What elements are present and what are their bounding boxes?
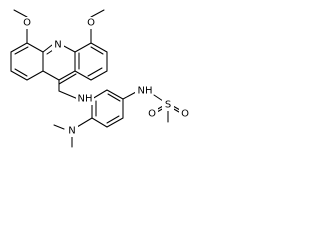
atom-labels: O O N NH NH S O O N — [21, 17, 191, 137]
bond-double-inner — [90, 46, 104, 55]
bond — [90, 42, 108, 53]
label-mask — [135, 85, 153, 97]
bond — [53, 124, 65, 130]
bond — [58, 70, 76, 81]
atom-nitrogen-dimethyl: N — [68, 126, 75, 137]
bond — [122, 91, 137, 100]
molecule-drawing: O O N NH NH S O O N — [10, 9, 191, 148]
bond — [74, 42, 92, 53]
bond — [13, 9, 28, 18]
bond — [42, 44, 53, 53]
bond — [106, 89, 124, 100]
atom-nh-sulfonamide: NH — [138, 86, 153, 97]
bond — [90, 70, 108, 81]
atom-oxygen-methoxy-left: O — [23, 18, 31, 29]
label-mask — [146, 108, 158, 120]
atom-nh-bridge: NH — [78, 94, 93, 105]
atom-oxygen-methoxy-top: O — [87, 18, 95, 29]
label-mask — [21, 17, 33, 29]
label-mask — [85, 17, 97, 29]
bond — [91, 89, 108, 100]
label-mask — [76, 93, 94, 105]
bond — [42, 70, 60, 81]
bond — [26, 70, 44, 81]
label-mask — [179, 108, 191, 120]
atom-nitrogen-ring: N — [54, 40, 61, 51]
bond — [74, 70, 92, 81]
bond-so-double — [172, 105, 181, 111]
label-mask — [66, 125, 78, 137]
bond — [90, 9, 105, 18]
bond-double-inner — [87, 67, 103, 77]
bond — [58, 90, 79, 100]
bond — [76, 117, 93, 128]
label-mask — [52, 39, 64, 51]
bond-double-inner — [14, 68, 28, 77]
bond-double-inner — [58, 73, 77, 85]
bond-double-inner — [14, 46, 29, 55]
bond-double-inner — [107, 93, 121, 102]
atom-sulfur: S — [165, 100, 171, 111]
bond — [153, 94, 164, 102]
bond — [106, 117, 124, 128]
bond — [10, 42, 28, 53]
atom-oxygen-sulfonyl-right: O — [181, 109, 189, 120]
atom-oxygen-sulfonyl-left: O — [148, 109, 156, 120]
structure-diagram: O O N NH NH S O O N — [0, 0, 200, 155]
label-mask — [162, 99, 174, 111]
bond — [91, 117, 108, 128]
bonds — [10, 9, 181, 148]
bond — [61, 44, 76, 53]
bond — [10, 70, 28, 81]
bond — [26, 42, 44, 53]
bond-double-inner — [106, 115, 120, 124]
